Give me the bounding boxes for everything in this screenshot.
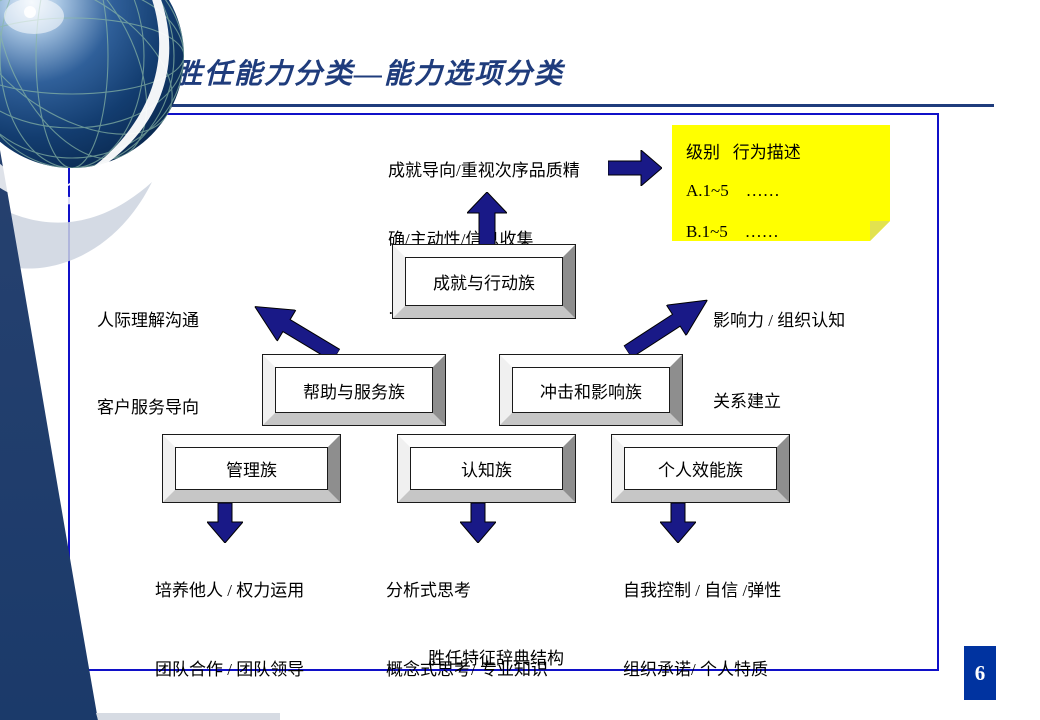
title-divider	[172, 104, 994, 107]
right-arrow-icon	[608, 150, 662, 186]
page-title: 胜任能力分类—能力选项分类	[174, 59, 565, 90]
personal-competencies-label: 自我控制 / 自信 /弹性 组织承诺/ 个人特质 ..	[623, 581, 782, 679]
box-achievement-action: 成就与行动族	[392, 244, 576, 319]
box-impact-influence: 冲击和影响族	[499, 354, 683, 426]
box-cognitive: 认知族	[397, 434, 576, 503]
diagram-caption: 胜任特征辞典结构	[428, 649, 564, 668]
box-helping-service: 帮助与服务族	[262, 354, 446, 426]
note-header: 级别 行为描述	[686, 143, 801, 162]
box-personal-effectiveness: 个人效能族	[611, 434, 790, 503]
box-managerial: 管理族	[162, 434, 341, 503]
note-row-b: B.1~5 ……	[686, 222, 779, 241]
down-arrow-icon	[207, 503, 243, 543]
level-note: 级别 行为描述 A.1~5 …… B.1~5 ……	[672, 125, 890, 241]
up-left-arrow-icon	[253, 305, 341, 363]
note-fold-icon	[870, 221, 890, 241]
down-arrow-icon	[660, 503, 696, 543]
managerial-competencies-label: 培养他人 / 权力运用 团队合作 / 团队领导 ……	[155, 581, 305, 679]
helping-competencies-label: 人际理解沟通 客户服务导向	[97, 311, 199, 417]
up-arrow-icon	[467, 192, 507, 247]
note-row-a: A.1~5 ……	[686, 181, 780, 200]
cognitive-competencies-label: 分析式思考 概念式思考/ 专业知识	[386, 581, 548, 679]
down-arrow-icon	[460, 503, 496, 543]
page-number-badge: 6	[964, 646, 996, 700]
up-right-arrow-icon	[623, 299, 709, 359]
